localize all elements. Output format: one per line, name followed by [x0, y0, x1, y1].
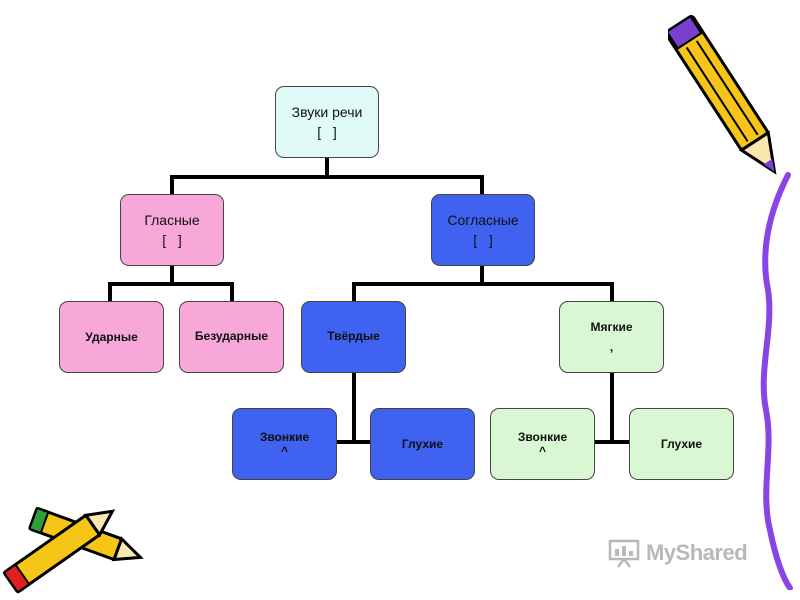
soft-node-mark: , [609, 340, 614, 354]
vowels-node-label: Гласные [144, 212, 200, 228]
consonants-node-brackets: [ ] [473, 232, 493, 248]
watermark-text: MyShared [646, 540, 748, 565]
consonants-node: Согласные [ ] [431, 194, 535, 266]
soft-voiced-node-label: Звонкие [517, 430, 568, 444]
hard-node: Твёрдые [301, 301, 406, 373]
unstressed-node: Безударные [179, 301, 284, 373]
presentation-board-icon [608, 539, 640, 568]
connector-line [108, 282, 112, 302]
vowels-node: Гласные [ ] [120, 194, 224, 266]
soft-node-label: Мягкие [590, 320, 633, 334]
connector-line [352, 282, 356, 302]
connector-line [337, 440, 372, 444]
connector-line [230, 282, 234, 302]
soft-node: Мягкие , [559, 301, 664, 373]
connector-line [352, 372, 356, 442]
connector-line [170, 266, 174, 284]
connector-line [170, 175, 484, 179]
consonants-node-label: Согласные [447, 212, 519, 228]
connector-line [325, 157, 329, 177]
connector-line [108, 282, 234, 286]
connector-line [595, 440, 630, 444]
root-node: Звуки речи [ ] [275, 86, 379, 158]
soft-voiced-node: Звонкие ^ [490, 408, 595, 480]
purple-squiggle-decoration [760, 172, 793, 590]
root-node-label: Звуки речи [291, 104, 363, 120]
connector-line [610, 372, 614, 442]
stressed-node: Ударные [59, 301, 164, 373]
connector-line [170, 175, 174, 195]
connector-line [610, 282, 614, 302]
hard-voiceless-node: Глухие [370, 408, 475, 480]
hard-node-label: Твёрдые [327, 329, 380, 343]
hard-voiceless-node-label: Глухие [401, 437, 444, 451]
hard-voiced-node: Звонкие ^ [232, 408, 337, 480]
connector-line [480, 175, 484, 195]
watermark: MyShared [608, 538, 748, 568]
hard-voiced-node-mark: ^ [280, 444, 288, 458]
pencil-icon [668, 14, 777, 175]
stressed-node-label: Ударные [85, 330, 138, 344]
vowels-node-brackets: [ ] [162, 232, 182, 248]
pencils-icon [2, 506, 144, 594]
root-node-brackets: [ ] [317, 124, 337, 140]
soft-voiceless-node-label: Глухие [660, 437, 703, 451]
unstressed-node-label: Безударные [194, 329, 269, 343]
connector-line [480, 266, 484, 284]
connector-line [352, 282, 614, 286]
hard-voiced-node-label: Звонкие [259, 430, 310, 444]
soft-voiced-node-mark: ^ [538, 444, 546, 458]
soft-voiceless-node: Глухие [629, 408, 734, 480]
